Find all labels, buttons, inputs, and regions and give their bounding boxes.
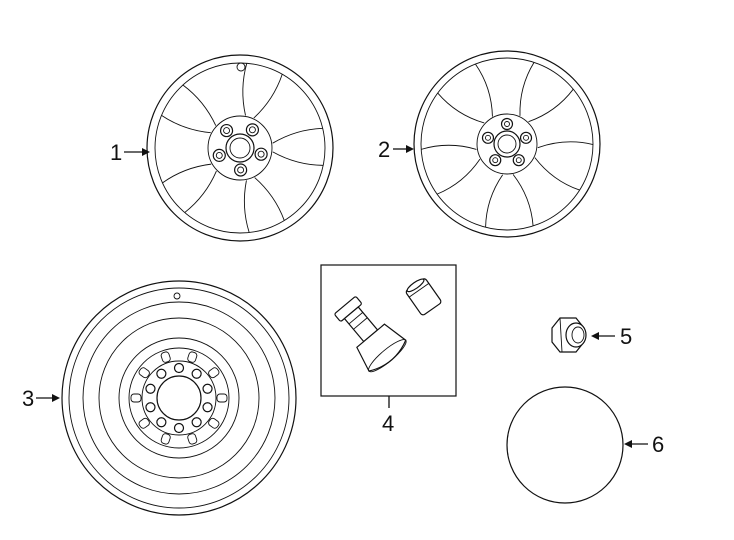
part-4-valve-stem[interactable]: [320, 264, 457, 397]
callout-1-number: 1: [110, 140, 122, 165]
callout-1-leader: [124, 148, 150, 156]
callout-5-leader: [591, 332, 615, 340]
callout-3-leader: [36, 394, 60, 402]
part-1-alloy-wheel[interactable]: [146, 54, 334, 242]
part-5-lug-nut[interactable]: [551, 317, 587, 353]
callout-3-number: 3: [22, 386, 34, 411]
part-6-center-cap[interactable]: [506, 386, 624, 504]
part-2-alloy-wheel[interactable]: [413, 50, 601, 238]
callout-6-leader: [624, 440, 648, 448]
callout-2-number: 2: [378, 137, 390, 162]
callout-6-number: 6: [652, 432, 664, 457]
part-3-spare-wheel[interactable]: [61, 280, 297, 516]
callout-2-leader: [393, 145, 414, 153]
callout-5-number: 5: [620, 324, 632, 349]
callout-4-number: 4: [382, 411, 394, 436]
